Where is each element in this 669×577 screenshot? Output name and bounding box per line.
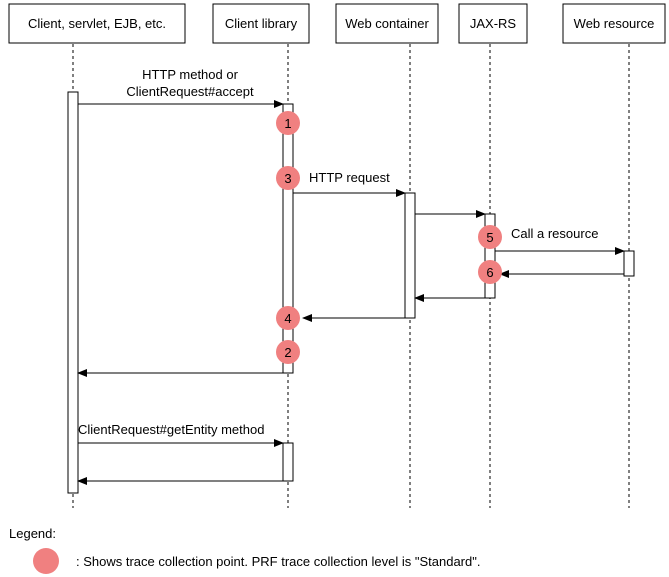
participant-jax-rs: JAX-RS xyxy=(458,3,528,44)
message-call-resource-label: Call a resource xyxy=(511,226,598,241)
activation-web-container xyxy=(404,192,416,319)
participant-client: Client, servlet, EJB, etc. xyxy=(8,3,186,44)
message-http-method-label-1: HTTP method or xyxy=(142,67,239,82)
activation-client-library-2 xyxy=(282,442,294,482)
participant-client-library-label: Client library xyxy=(225,16,298,31)
activation-client-library-1 xyxy=(282,103,294,374)
participant-jax-rs-label: JAX-RS xyxy=(470,16,517,31)
message-get-entity-label: ClientRequest#getEntity method xyxy=(78,422,264,437)
participant-web-resource: Web resource xyxy=(562,3,666,44)
trace-point-4-number: 4 xyxy=(284,311,291,326)
trace-point-3-number: 3 xyxy=(284,171,291,186)
trace-point-3: 3 xyxy=(276,166,300,190)
legend-title: Legend: xyxy=(9,526,56,541)
trace-point-1: 1 xyxy=(276,111,300,135)
participant-client-label: Client, servlet, EJB, etc. xyxy=(28,16,166,31)
trace-point-2: 2 xyxy=(276,340,300,364)
trace-point-2-number: 2 xyxy=(284,345,291,360)
legend-description: : Shows trace collection point. PRF trac… xyxy=(76,554,480,569)
participant-web-container: Web container xyxy=(335,3,439,44)
message-http-request-label: HTTP request xyxy=(309,170,390,185)
trace-point-4: 4 xyxy=(276,306,300,330)
trace-point-5: 5 xyxy=(478,225,502,249)
trace-point-1-number: 1 xyxy=(284,116,291,131)
message-http-method-label-2: ClientRequest#accept xyxy=(126,84,254,99)
trace-point-5-number: 5 xyxy=(486,230,493,245)
trace-point-6-number: 6 xyxy=(486,265,493,280)
participant-client-library: Client library xyxy=(212,3,310,44)
participant-web-resource-label: Web resource xyxy=(574,16,655,31)
participant-web-container-label: Web container xyxy=(345,16,429,31)
activation-client xyxy=(67,91,79,494)
activation-jax-rs xyxy=(484,213,496,299)
trace-point-6: 6 xyxy=(478,260,502,284)
activation-web-resource xyxy=(623,250,635,277)
legend-trace-point-icon xyxy=(33,548,59,574)
